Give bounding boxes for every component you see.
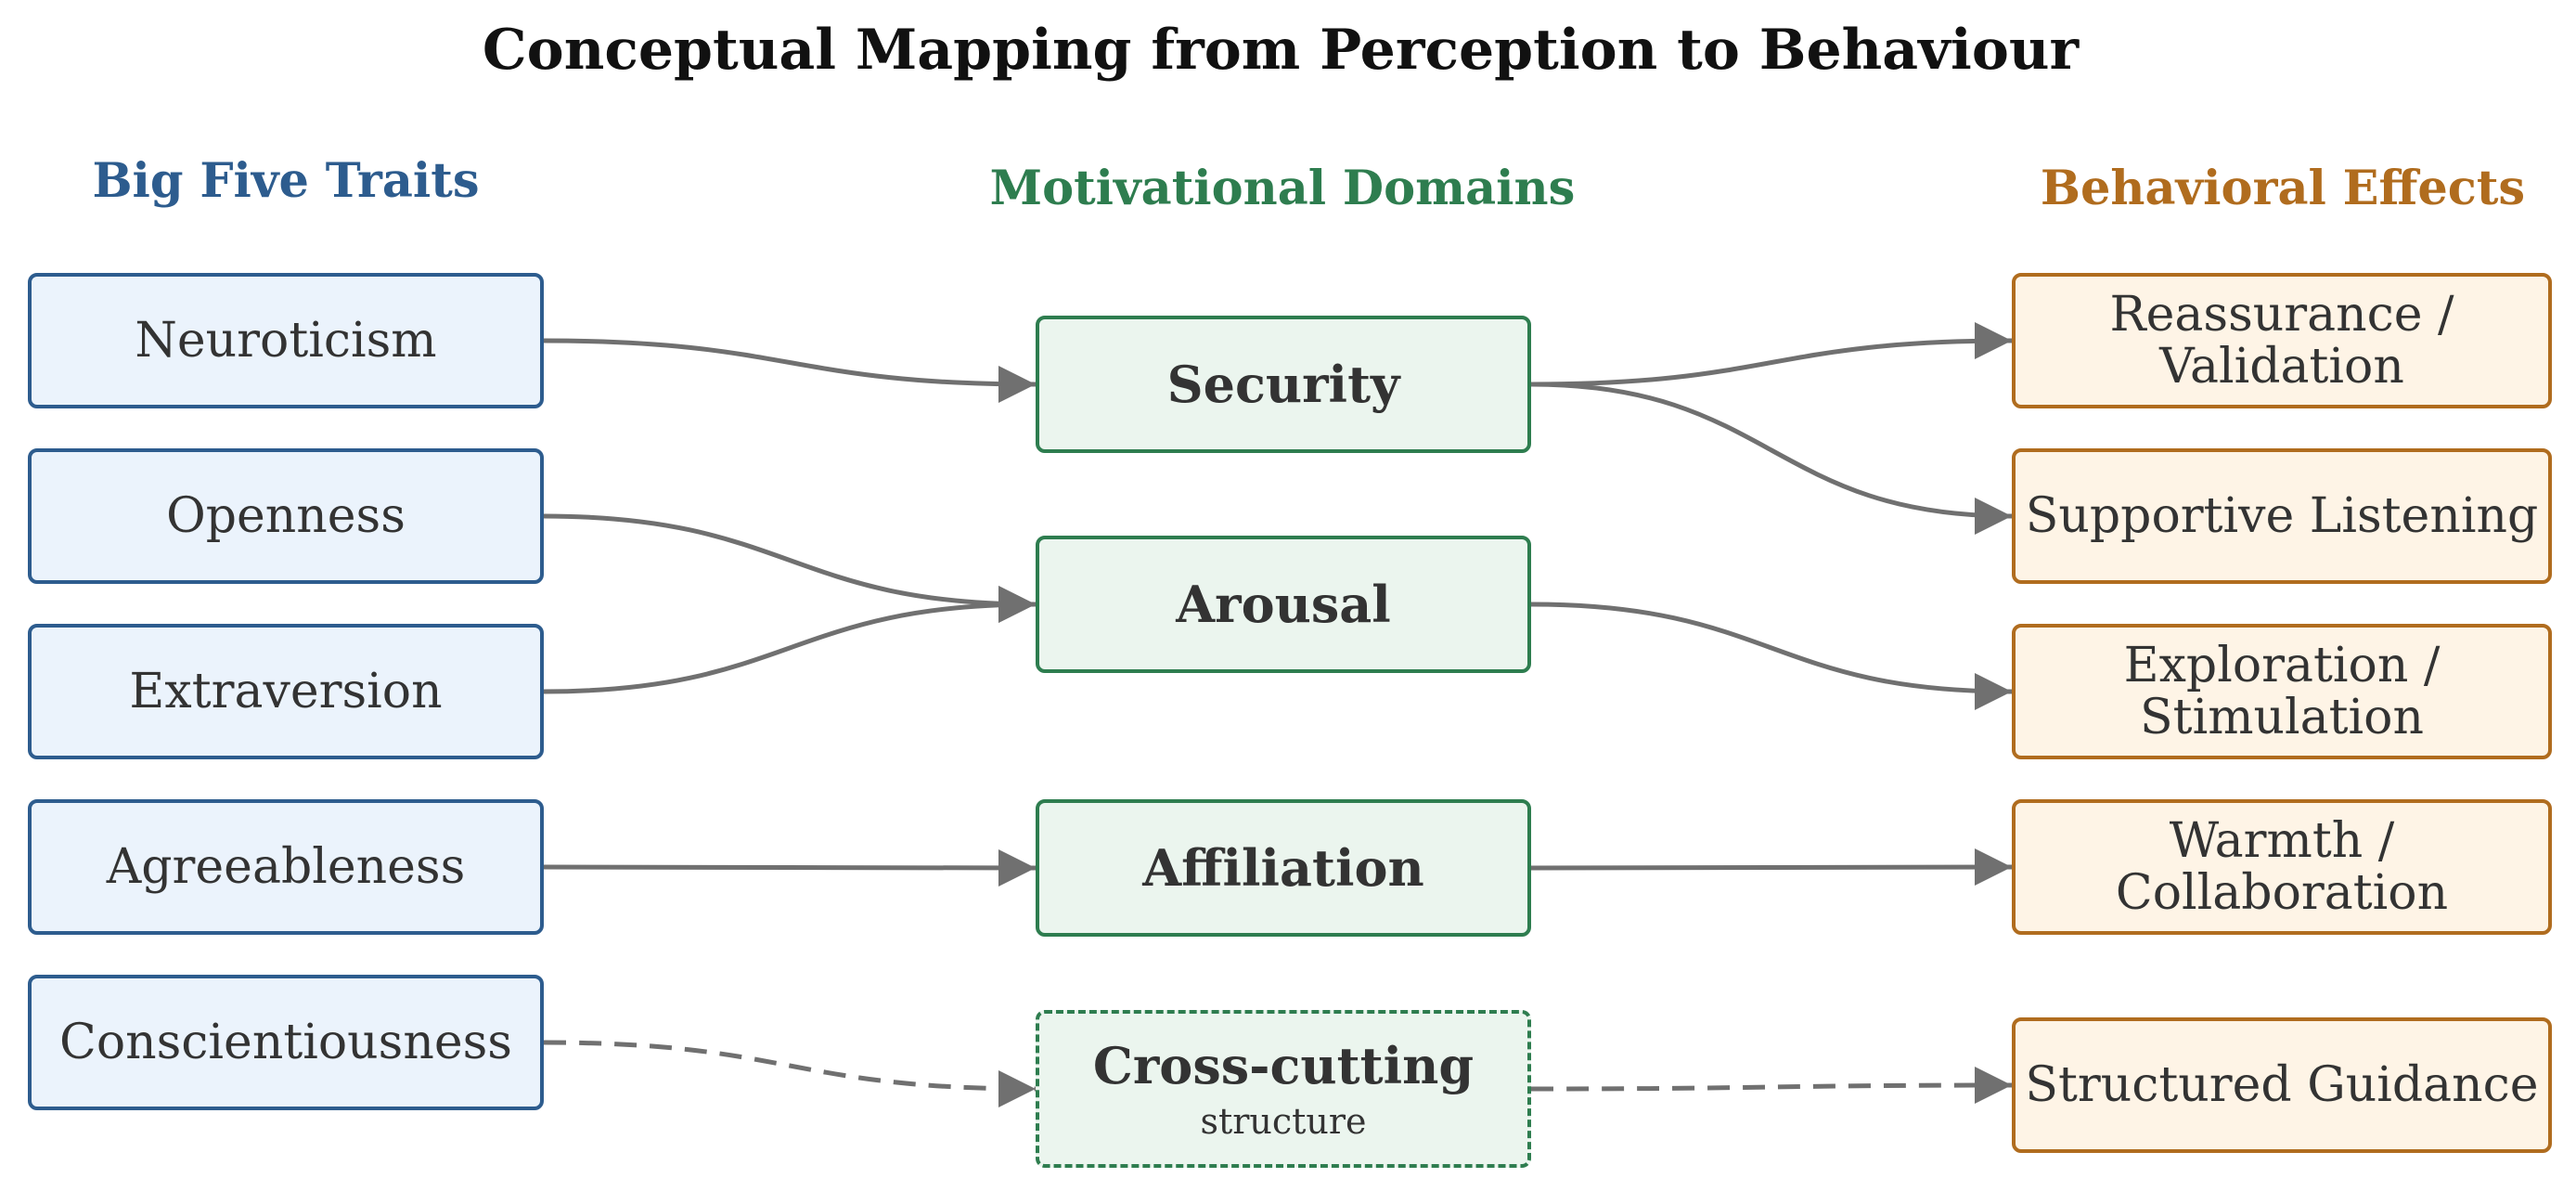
effect-label-line: Supportive Listening	[2025, 487, 2539, 544]
effect-label-line: Collaboration	[2115, 865, 2449, 921]
diagram-title: Conceptual Mapping from Perception to Be…	[482, 18, 2080, 83]
edge-neuroticism-to-security	[543, 338, 1037, 403]
edge-cross-cutting-to-structured-guidance	[1530, 1067, 2013, 1105]
domain-label: Cross-cutting	[1092, 1036, 1475, 1095]
edge-extraversion-to-arousal	[543, 586, 1037, 694]
header-domains: Motivational Domains	[989, 161, 1576, 216]
edge-security-to-reassurance	[1530, 322, 2013, 387]
trait-neuroticism: Neuroticism	[28, 273, 544, 408]
effect-label-line: Validation	[2159, 339, 2404, 395]
trait-label: Conscientiousness	[59, 1015, 512, 1070]
effect-exploration: Exploration / Stimulation	[2012, 624, 2552, 759]
trait-label: Neuroticism	[135, 313, 437, 369]
domain-label: Arousal	[1176, 575, 1391, 634]
effect-structured-guidance: Structured Guidance	[2012, 1017, 2552, 1153]
edge-arousal-to-exploration	[1530, 602, 2013, 710]
trait-label: Agreeableness	[106, 839, 466, 895]
effect-label-line: Structured Guidance	[2025, 1056, 2539, 1113]
trait-agreeableness: Agreeableness	[28, 799, 544, 935]
trait-conscientiousness: Conscientiousness	[28, 975, 544, 1110]
effect-label-line: Stimulation	[2140, 690, 2424, 745]
edge-openness-to-arousal	[543, 513, 1037, 623]
domain-cross-cutting: Cross-cutting structure	[1036, 1010, 1531, 1168]
effect-reassurance: Reassurance / Validation	[2012, 273, 2552, 408]
domain-arousal: Arousal	[1036, 536, 1531, 673]
effect-supportive-listening: Supportive Listening	[2012, 448, 2552, 584]
domain-label: Affiliation	[1142, 838, 1424, 898]
domain-affiliation: Affiliation	[1036, 799, 1531, 937]
domain-label: Security	[1166, 355, 1400, 414]
domain-sublabel: structure	[1200, 1101, 1367, 1142]
effect-warmth: Warmth / Collaboration	[2012, 799, 2552, 935]
trait-extraversion: Extraversion	[28, 624, 544, 759]
trait-label: Openness	[166, 488, 406, 544]
effect-label-line: Reassurance /	[2109, 286, 2454, 343]
edge-conscientiousness-to-cross-cutting	[543, 1040, 1037, 1107]
effect-label-line: Warmth /	[2169, 812, 2395, 869]
edge-security-to-supportive-listening	[1530, 382, 2013, 535]
trait-label: Extraversion	[129, 664, 443, 719]
header-traits: Big Five Traits	[92, 153, 480, 209]
effect-label-line: Exploration /	[2123, 637, 2441, 693]
trait-openness: Openness	[28, 448, 544, 584]
header-effects: Behavioral Effects	[2040, 161, 2526, 216]
edge-affiliation-to-warmth	[1530, 848, 2013, 887]
edge-agreeableness-to-affiliation	[543, 848, 1037, 887]
domain-security: Security	[1036, 316, 1531, 453]
